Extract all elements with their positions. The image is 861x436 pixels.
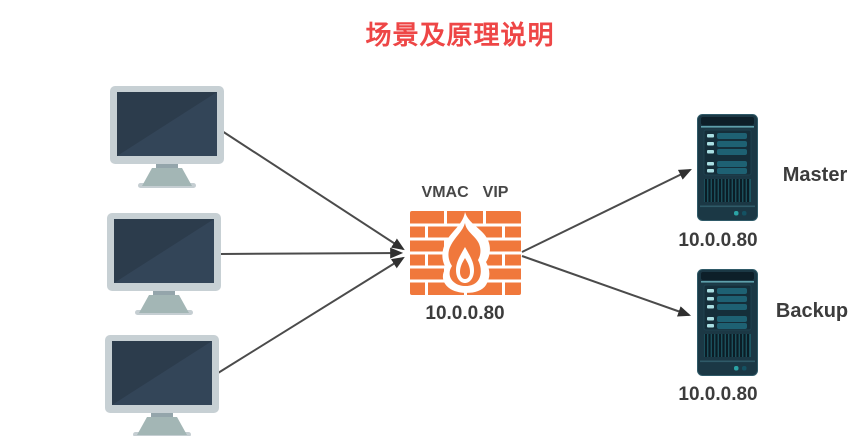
firewall-icon (410, 211, 521, 295)
server-master-icon (697, 114, 758, 221)
edge-client3-firewall (217, 256, 405, 374)
master-label: Master (782, 164, 848, 186)
master-ip: 10.0.0.80 (678, 230, 758, 251)
page-title: 场景及原理说明 (365, 20, 555, 50)
backup-ip: 10.0.0.80 (678, 384, 758, 405)
edge-firewall-backup (521, 255, 692, 317)
vmac-label: VMAC (421, 184, 469, 201)
client-monitor-1-icon (110, 86, 224, 188)
edge-client2-firewall (219, 247, 404, 259)
server-backup-icon (697, 269, 758, 376)
flame-icon (442, 212, 490, 293)
client-monitor-3-icon (105, 335, 219, 436)
firewall-ip: 10.0.0.80 (425, 303, 505, 324)
vip-label: VIP (482, 184, 509, 201)
client-monitor-2-icon (107, 213, 221, 315)
firewall-labels: VMAC VIP (404, 184, 526, 202)
edge-client1-firewall (221, 130, 405, 251)
backup-label: Backup (775, 300, 849, 322)
